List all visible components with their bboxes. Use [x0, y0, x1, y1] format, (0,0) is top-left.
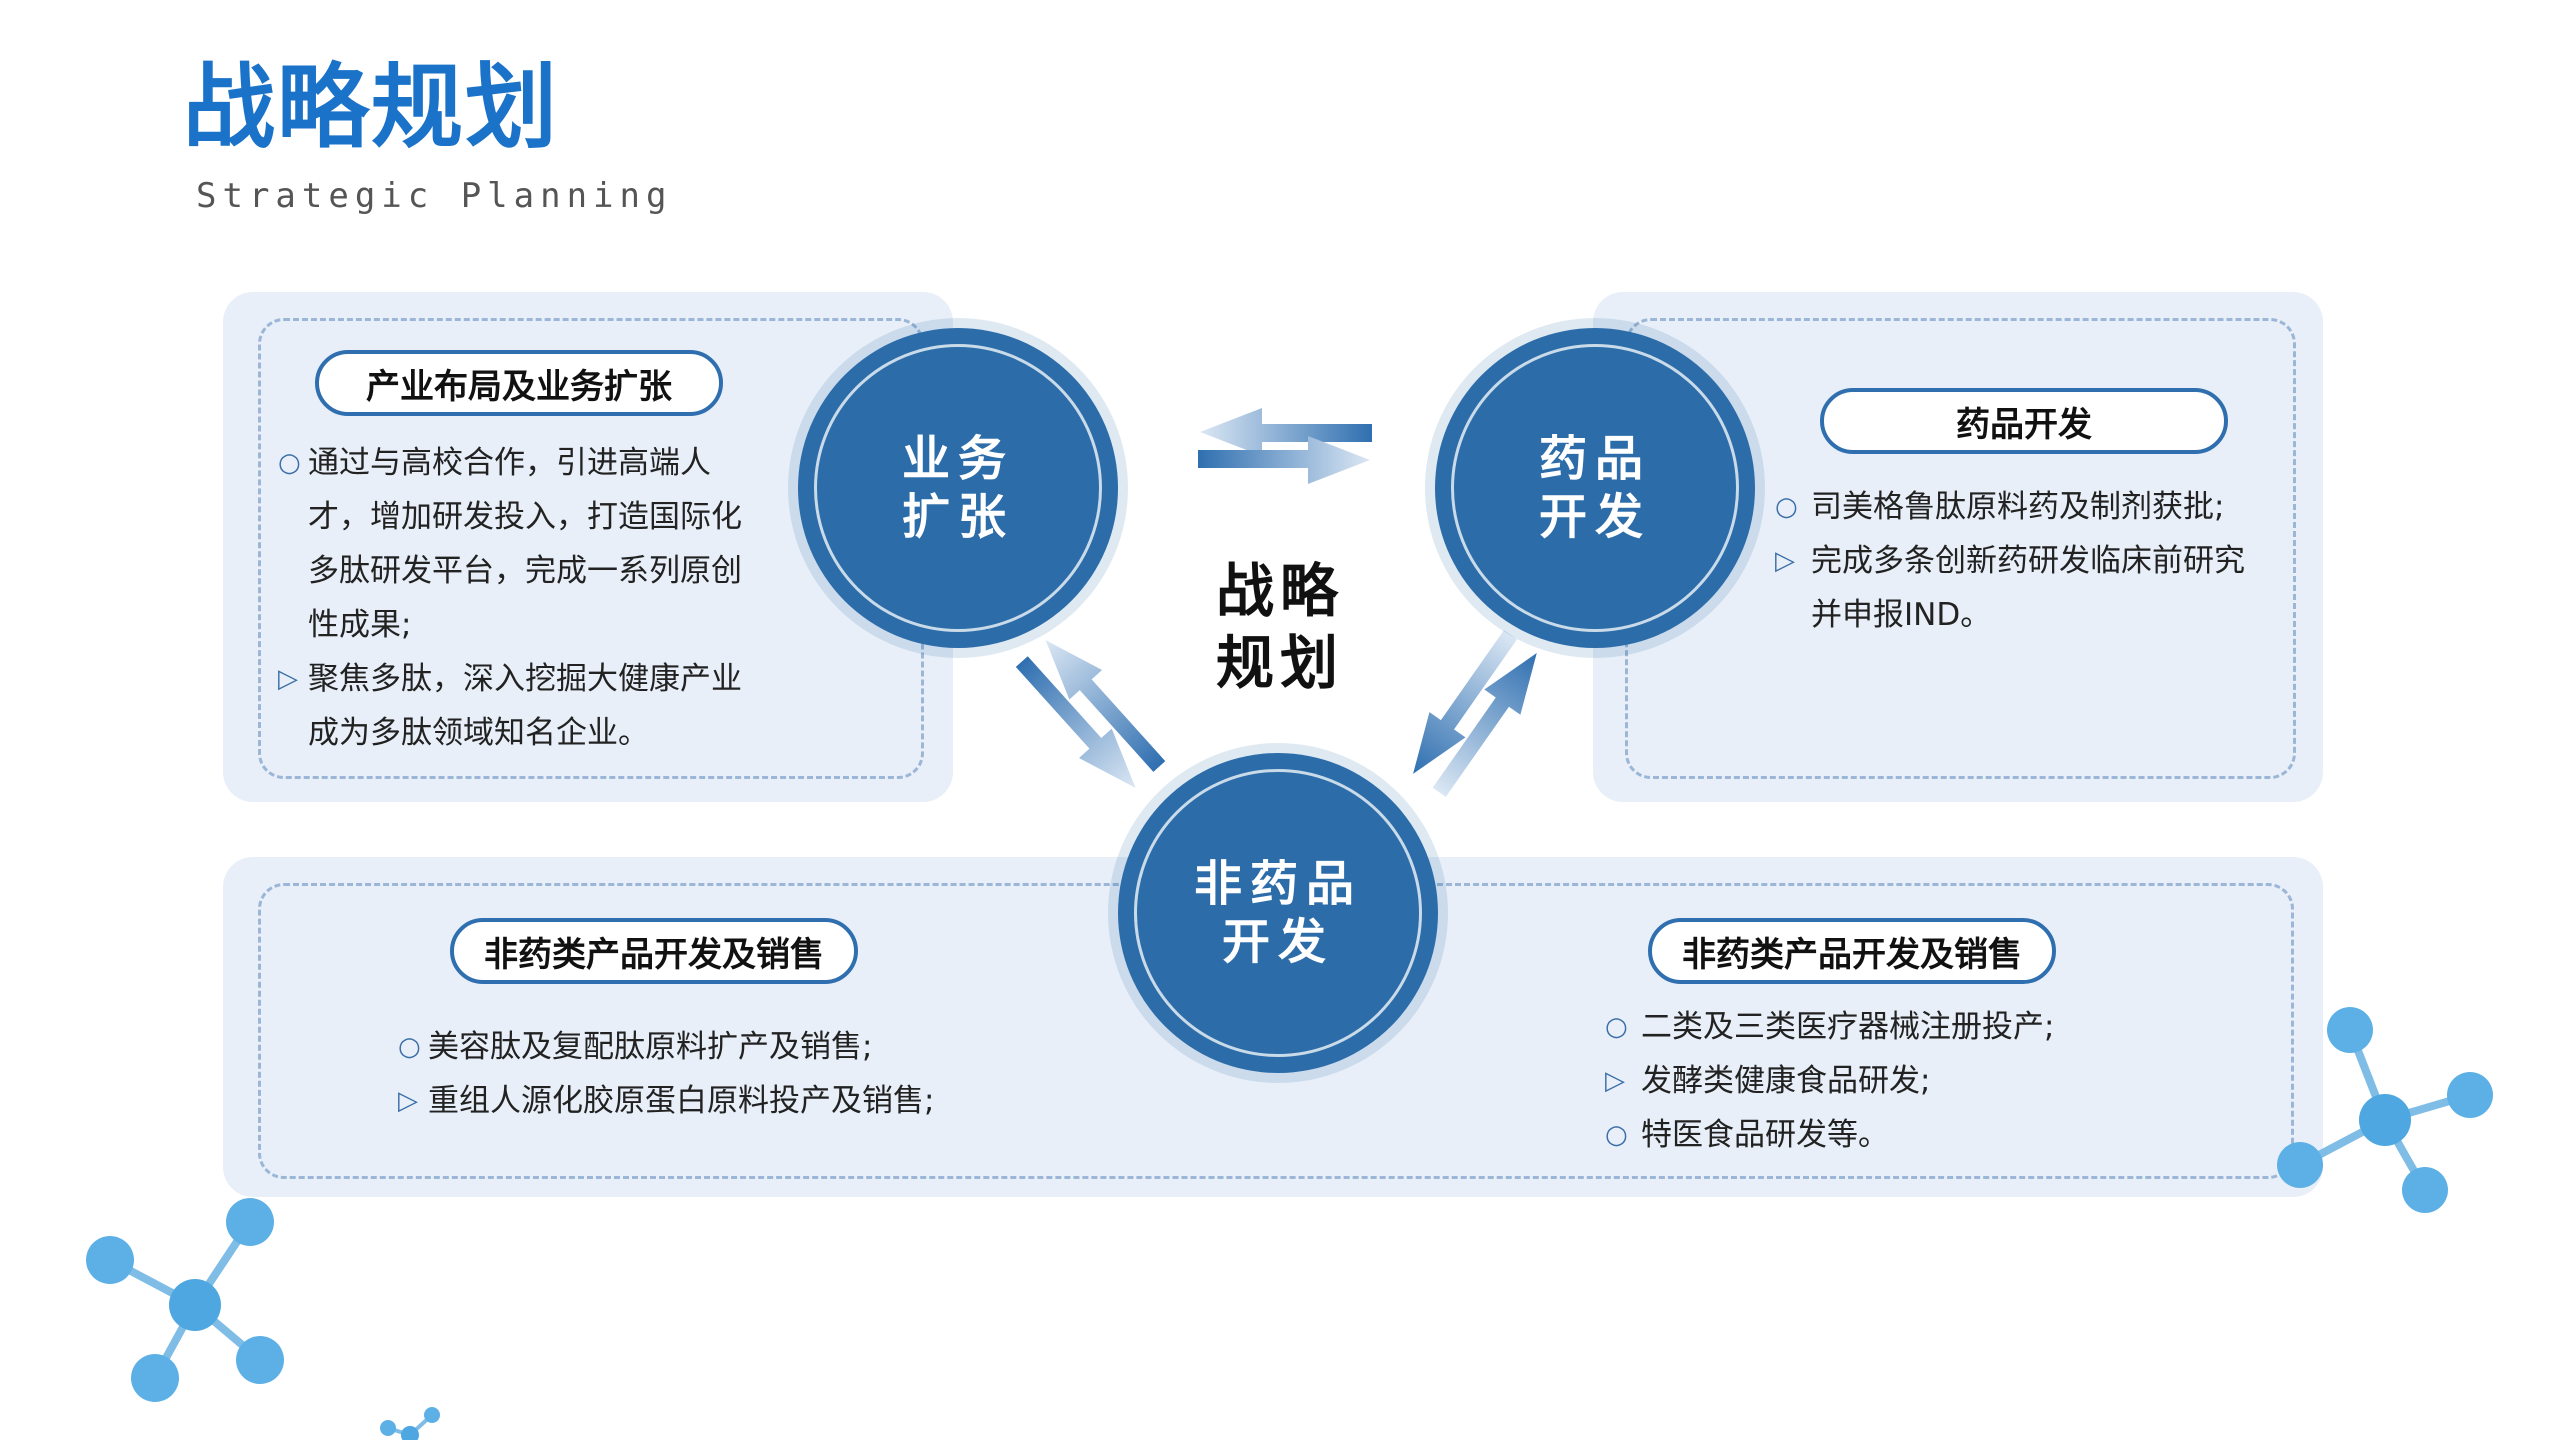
molecule-icon: [86, 1198, 284, 1402]
triangle-bullet-icon: ▷: [278, 664, 298, 694]
list-item: ○ 通过与高校合作，引进高端人才，增加研发投入，打造国际化多肽研发平台，完成一系…: [278, 436, 748, 652]
list-item: ○ 司美格鲁肽原料药及制剂获批;: [1775, 480, 2255, 534]
drug-circle-label: 药品 开发: [1538, 431, 1651, 545]
drug-circle: 药品 开发: [1435, 328, 1755, 648]
molecule-icon: [2277, 1007, 2493, 1213]
nondrug-circle-label: 非药品 开发: [1193, 856, 1362, 970]
circle-ring: [814, 344, 1102, 632]
circle-bullet-icon: ○: [1605, 1120, 1628, 1150]
business-panel-list: ○ 通过与高校合作，引进高端人才，增加研发投入，打造国际化多肽研发平台，完成一系…: [278, 436, 748, 760]
list-item: ○ 美容肽及复配肽原料扩产及销售;: [398, 1020, 1078, 1074]
triangle-bullet-icon: ▷: [1605, 1066, 1625, 1096]
small-molecule-icon: [380, 1407, 440, 1440]
swap-arrow-icon: [1198, 408, 1372, 484]
circle-bullet-icon: ○: [1775, 492, 1798, 522]
nondrug-right-list: ○ 二类及三类医疗器械注册投产; ▷ 发酵类健康食品研发; ○ 特医食品研发等。: [1605, 1000, 2125, 1162]
triangle-bullet-icon: ▷: [398, 1086, 418, 1116]
business-circle: 业务 扩张: [798, 328, 1118, 648]
diagonal-arrow-left-icon: [1015, 640, 1166, 788]
list-item: ▷ 聚焦多肽，深入挖掘大健康产业成为多肽领域知名企业。: [278, 652, 748, 760]
nondrug-left-title: 非药类产品开发及销售: [450, 918, 858, 984]
list-item: ○ 二类及三类医疗器械注册投产;: [1605, 1000, 2125, 1054]
drug-panel-list: ○ 司美格鲁肽原料药及制剂获批; ▷ 完成多条创新药研发临床前研究并申报IND。: [1775, 480, 2255, 642]
list-item: ▷ 发酵类健康食品研发;: [1605, 1054, 2125, 1108]
list-item: ○ 特医食品研发等。: [1605, 1108, 2125, 1162]
page-title: 战略规划: [183, 54, 560, 161]
list-item: ▷ 重组人源化胶原蛋白原料投产及销售;: [398, 1074, 1078, 1128]
business-panel-title: 产业布局及业务扩张: [315, 350, 723, 416]
diagonal-arrow-right-icon: [1413, 630, 1537, 797]
circle-bullet-icon: ○: [1605, 1012, 1628, 1042]
nondrug-circle: 非药品 开发: [1118, 753, 1438, 1073]
page-subtitle: Strategic Planning: [196, 176, 673, 216]
center-label: 战略 规划: [1215, 557, 1344, 697]
nondrug-right-title: 非药类产品开发及销售: [1648, 918, 2056, 984]
business-circle-label: 业务 扩张: [901, 431, 1014, 545]
circle-bullet-icon: ○: [398, 1032, 421, 1062]
triangle-bullet-icon: ▷: [1775, 546, 1795, 576]
circle-bullet-icon: ○: [278, 448, 301, 478]
drug-panel-title: 药品开发: [1820, 388, 2228, 454]
nondrug-left-list: ○ 美容肽及复配肽原料扩产及销售; ▷ 重组人源化胶原蛋白原料投产及销售;: [398, 1020, 1078, 1128]
list-item: ▷ 完成多条创新药研发临床前研究并申报IND。: [1775, 534, 2255, 642]
circle-ring: [1134, 769, 1422, 1057]
circle-ring: [1451, 344, 1739, 632]
